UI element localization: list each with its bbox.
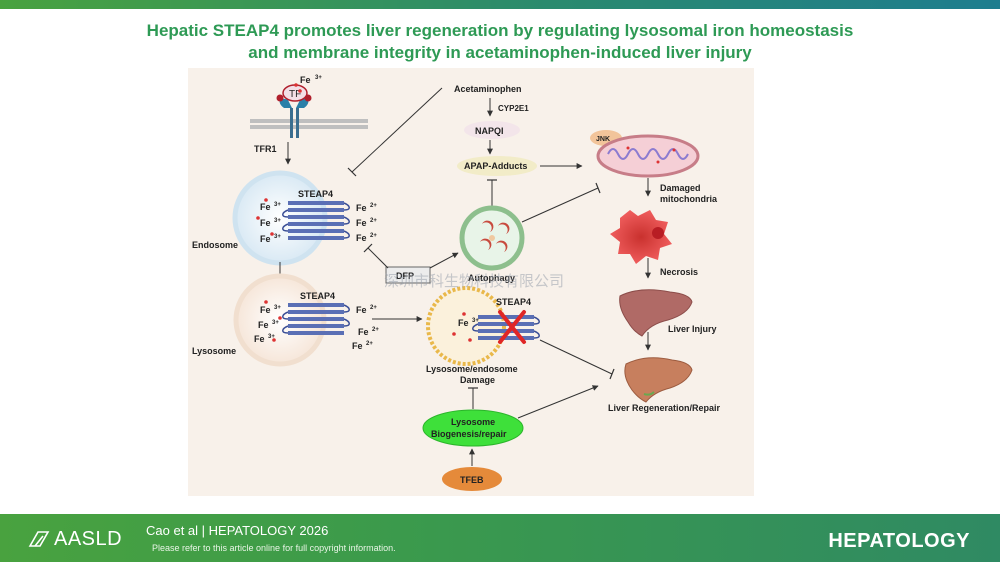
apap-adducts-box: APAP-Adducts bbox=[457, 156, 537, 176]
aasld-logo-icon bbox=[28, 531, 50, 547]
svg-text:DFP: DFP bbox=[396, 271, 414, 281]
svg-text:Fe: Fe bbox=[356, 218, 367, 228]
arrow-biogenesis-to-regen bbox=[517, 385, 599, 419]
svg-text:3+: 3+ bbox=[274, 305, 281, 311]
svg-text:Lysosome: Lysosome bbox=[451, 417, 495, 427]
endosome-label: Endosome bbox=[192, 240, 238, 250]
svg-text:2+: 2+ bbox=[372, 327, 379, 333]
acetaminophen-label: Acetaminophen bbox=[454, 84, 522, 94]
steap4-protein-lysosome bbox=[282, 303, 350, 335]
autophagosome bbox=[459, 205, 525, 271]
steap4-label-endosome: STEAP4 bbox=[298, 189, 333, 199]
footer-bar bbox=[0, 514, 1000, 562]
svg-text:3+: 3+ bbox=[274, 234, 281, 240]
svg-text:Fe: Fe bbox=[356, 203, 367, 213]
page-title: Hepatic STEAP4 promotes liver regenerati… bbox=[0, 20, 1000, 64]
damaged-mito-label-2: mitochondria bbox=[660, 194, 718, 204]
necrotic-cell-icon bbox=[610, 210, 672, 264]
svg-text:Fe: Fe bbox=[352, 341, 363, 351]
svg-text:NAPQI: NAPQI bbox=[475, 126, 504, 136]
transferrin: TF bbox=[282, 84, 308, 102]
title-line-2: and membrane integrity in acetaminophen-… bbox=[248, 43, 752, 62]
lysosome-label: Lysosome bbox=[192, 346, 236, 356]
svg-text:Fe: Fe bbox=[300, 75, 311, 85]
journal-name: HEPATOLOGY bbox=[828, 530, 970, 552]
svg-text:2+: 2+ bbox=[366, 341, 373, 347]
liver-regen-label: Liver Regeneration/Repair bbox=[608, 403, 721, 413]
tfeb-box: TFEB bbox=[442, 467, 502, 491]
inhibit-apap-steap4 bbox=[351, 87, 443, 173]
svg-text:APAP-Adducts: APAP-Adducts bbox=[464, 161, 527, 171]
injured-liver-icon bbox=[619, 289, 693, 337]
fe3-top: Fe 3+ bbox=[294, 75, 322, 93]
svg-text:Fe: Fe bbox=[356, 233, 367, 243]
svg-text:3+: 3+ bbox=[274, 218, 281, 224]
aasld-logo[interactable]: AASLD bbox=[28, 528, 122, 550]
svg-text:TFEB: TFEB bbox=[460, 475, 484, 485]
svg-text:Fe: Fe bbox=[258, 320, 269, 330]
regenerated-liver-icon bbox=[624, 357, 693, 403]
inhibit-autophagy-mito bbox=[521, 187, 599, 223]
svg-text:3+: 3+ bbox=[472, 318, 479, 324]
svg-text:2+: 2+ bbox=[370, 218, 377, 224]
top-accent-bar bbox=[0, 0, 1000, 9]
svg-text:2+: 2+ bbox=[370, 233, 377, 239]
steap4-label-lysosome: STEAP4 bbox=[300, 291, 335, 301]
svg-text:Fe: Fe bbox=[260, 305, 271, 315]
copyright-notice: Please refer to this article online for … bbox=[152, 543, 396, 553]
mitochondria-icon bbox=[596, 134, 700, 178]
napqi-box: NAPQI bbox=[464, 121, 520, 139]
steap4-protein-endosome bbox=[282, 201, 350, 240]
knockout-x-icon bbox=[498, 310, 526, 344]
svg-text:Fe: Fe bbox=[260, 218, 271, 228]
svg-text:3+: 3+ bbox=[315, 75, 322, 81]
necrosis-label: Necrosis bbox=[660, 267, 698, 277]
tf-label: TF bbox=[289, 89, 301, 100]
lyso-damage-label-1: Lysosome/endosome bbox=[426, 364, 518, 374]
svg-text:Fe: Fe bbox=[260, 202, 271, 212]
damaged-mito-label-1: Damaged bbox=[660, 183, 701, 193]
svg-text:Fe: Fe bbox=[358, 327, 369, 337]
dfp-box: DFP bbox=[385, 266, 431, 284]
svg-text:2+: 2+ bbox=[370, 203, 377, 209]
svg-text:3+: 3+ bbox=[272, 320, 279, 326]
lysosome-biogenesis-box: Lysosome Biogenesis/repair bbox=[422, 409, 524, 447]
cell-membrane bbox=[250, 119, 368, 129]
svg-text:Fe: Fe bbox=[254, 334, 265, 344]
inhibit-dfp-fe2 bbox=[367, 247, 389, 269]
svg-text:2+: 2+ bbox=[370, 305, 377, 311]
liver-injury-label: Liver Injury bbox=[668, 324, 717, 334]
steap4-label-damaged: STEAP4 bbox=[496, 297, 531, 307]
svg-text:Biogenesis/repair: Biogenesis/repair bbox=[431, 429, 507, 439]
title-line-1: Hepatic STEAP4 promotes liver regenerati… bbox=[146, 21, 854, 40]
svg-text:JNK: JNK bbox=[596, 136, 610, 143]
arrow-dfp-to-autophagy bbox=[429, 252, 459, 269]
svg-text:Fe: Fe bbox=[458, 318, 469, 328]
citation: Cao et al | HEPATOLOGY 2026 bbox=[146, 523, 329, 538]
svg-text:Fe: Fe bbox=[356, 305, 367, 315]
svg-text:3+: 3+ bbox=[268, 334, 275, 340]
inhibit-damage-regen bbox=[539, 339, 613, 375]
svg-text:3+: 3+ bbox=[274, 202, 281, 208]
tfr1-label: TFR1 bbox=[254, 144, 277, 154]
lyso-damage-label-2: Damage bbox=[460, 375, 495, 385]
aasld-logo-text: AASLD bbox=[54, 527, 123, 550]
autophagy-label: Autophagy bbox=[468, 273, 515, 283]
watermark: 深圳市科生物科技有限公司 bbox=[384, 272, 564, 290]
cyp2e1-label: CYP2E1 bbox=[498, 104, 529, 113]
svg-text:Fe: Fe bbox=[260, 234, 271, 244]
